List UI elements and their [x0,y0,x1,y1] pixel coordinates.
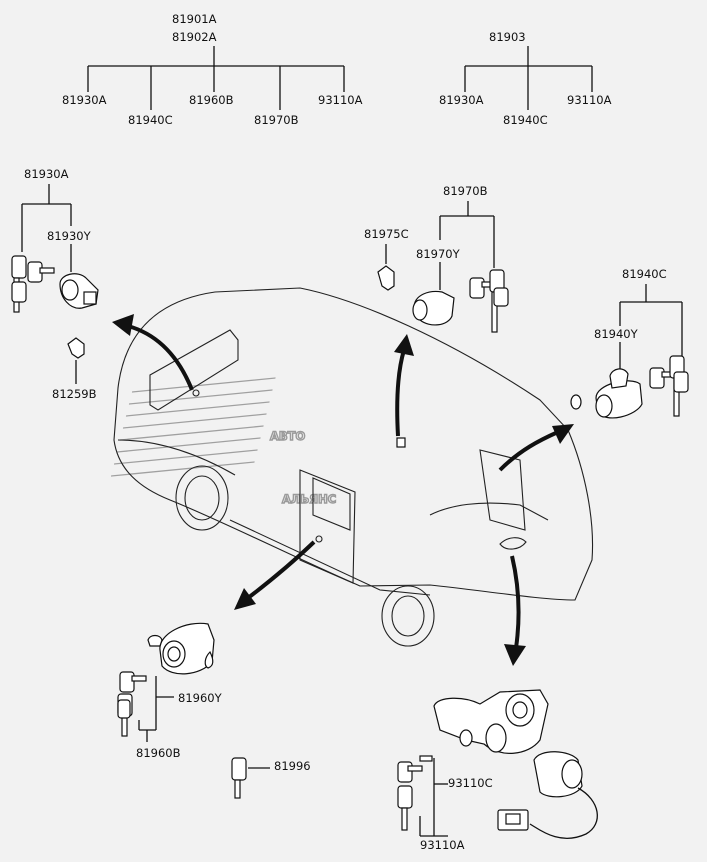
label-81996: 81996 [274,759,311,773]
label-93110A: 93110A [420,838,465,852]
part-group-81960B: 81960Y 81960B [117,622,223,760]
key-pair-81970B [469,269,509,333]
rear-wheel [381,585,435,647]
blank-key-81996 [231,757,247,799]
part-group-81940C: 81940C 81940Y [570,267,689,419]
lock-cylinder-81960Y [147,622,215,675]
label-81940Y: 81940Y [594,327,639,341]
label-81259B: 81259B [52,387,97,401]
watermark-line1: АВТО [270,429,306,443]
clip-81259B [67,337,85,384]
key-pair-81940C [649,355,689,417]
connector [497,809,529,831]
label-81940C: 81940C [622,267,667,281]
key-pair-81960B [117,671,147,737]
label-tree-81960B: 81960B [189,93,234,107]
kit-tree-81903: 81903 81930A 81940C 93110A [439,30,612,127]
part-81996: 81996 [231,757,311,799]
label-tree-81940C: 81940C [128,113,173,127]
kit-tree-81901A: 81901A 81902A 81930A 81940C 81960B 81970… [62,12,363,127]
label-93110C: 93110C [448,776,493,790]
watermark: АВТО АЛЬЯНС [110,377,337,507]
label-tree2-81930A: 81930A [439,93,484,107]
label-81902A: 81902A [172,30,217,44]
key-pair-93110A [397,755,433,831]
van-body [113,287,594,647]
ignition-lock-93110C [433,689,549,754]
label-tree-93110A: 93110A [318,93,363,107]
key-pair-81930A [11,255,55,313]
label-81930Y: 81930Y [47,229,92,243]
part-group-81970B: 81975C 81970B 81970Y [364,184,509,333]
label-81960Y: 81960Y [178,691,223,705]
lock-cylinder-81970Y [412,290,455,326]
arrows [112,314,574,666]
label-tree2-93110A: 93110A [567,93,612,107]
label-81930A: 81930A [24,167,69,181]
label-81960B: 81960B [136,746,181,760]
part-group-81930A: 81930A 81930Y 81259B [11,167,99,401]
label-81970B: 81970B [443,184,488,198]
part-group-93110A: 93110C 93110A [397,689,598,852]
label-81975C: 81975C [364,227,409,241]
label-81901A: 81901A [172,12,217,26]
lock-cylinder-81940Y [570,368,643,419]
label-81903: 81903 [489,30,526,44]
lock-cylinder-81930Y [59,273,99,309]
ignition-switch [497,751,598,839]
watermark-stripes [110,377,276,477]
label-tree2-81940C: 81940C [503,113,548,127]
label-81970Y: 81970Y [416,247,461,261]
label-tree-81930A: 81930A [62,93,107,107]
label-tree-81970B: 81970B [254,113,299,127]
watermark-line2: АЛЬЯНС [282,492,336,506]
clip-81975C [377,265,395,291]
front-wheel [175,465,229,531]
